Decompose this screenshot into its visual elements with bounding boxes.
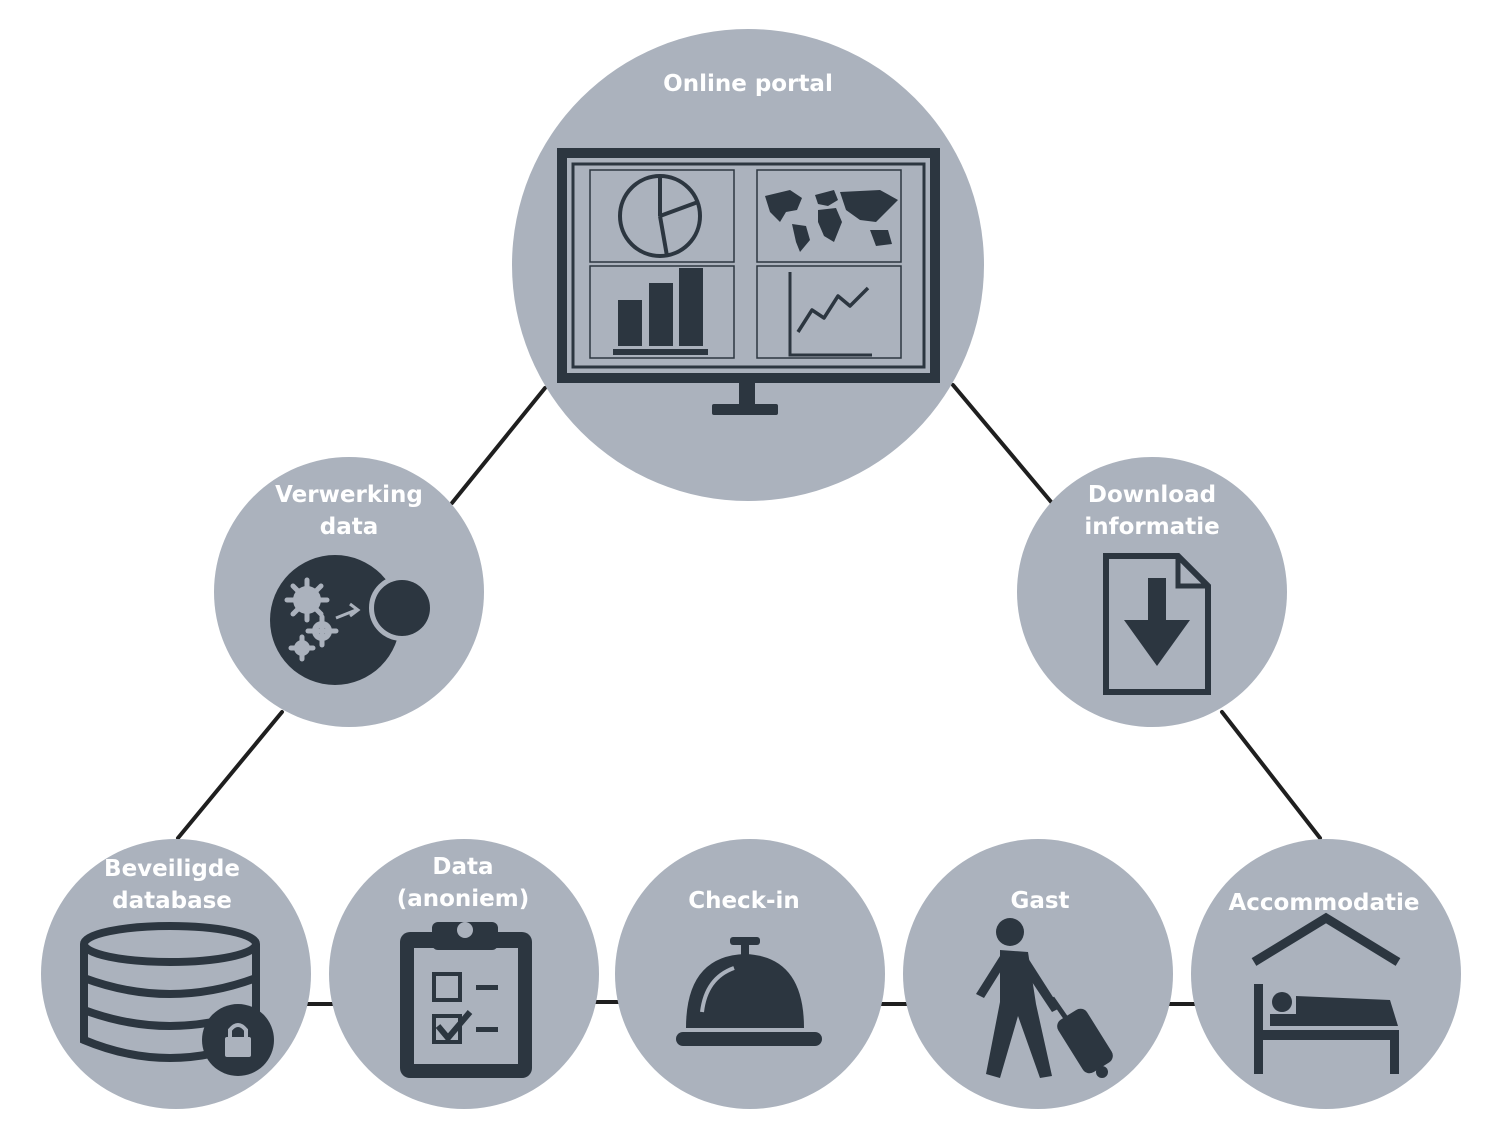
node-beveiligde-database: Beveiligde database (41, 839, 311, 1109)
connector-portal-download (951, 383, 1054, 505)
node-label: Online portal (663, 71, 833, 97)
node-download-informatie: Download informatie (1017, 457, 1287, 727)
monitor-dashboard-icon (557, 148, 940, 415)
connector-verwerking-database (176, 710, 284, 840)
node-verwerking-data: Verwerking data (214, 457, 484, 727)
node-label-line1: Beveiligde (104, 856, 240, 882)
node-label-line2: informatie (1084, 514, 1219, 540)
node-label: Accommodatie (1228, 890, 1419, 916)
traveler-luggage-icon (976, 918, 1113, 1078)
gears-processing-icon (270, 555, 435, 685)
node-check-in: Check-in (615, 839, 885, 1109)
node-online-portal: Online portal (512, 29, 984, 501)
node-label-line1: Download (1088, 482, 1216, 508)
node-label: Check-in (688, 888, 800, 914)
node-label-line1: Data (432, 854, 493, 880)
bed-house-icon (1251, 912, 1401, 1074)
node-circle (1191, 839, 1461, 1109)
node-label-line1: Verwerking (275, 482, 423, 508)
node-data-anoniem: Data (anoniem) (329, 839, 599, 1109)
node-label: Gast (1010, 888, 1069, 914)
locked-database-icon (80, 922, 274, 1076)
service-bell-icon (676, 937, 822, 1046)
node-label-line2: database (112, 888, 232, 914)
download-document-icon (1103, 553, 1211, 695)
node-accommodatie: Accommodatie (1191, 839, 1461, 1109)
connector-download-accommodatie (1220, 710, 1322, 840)
node-label-line2: data (320, 514, 379, 540)
node-label-line2: (anoniem) (397, 886, 530, 912)
connector-portal-verwerking (450, 386, 547, 505)
clipboard-checklist-icon (400, 922, 532, 1078)
node-gast: Gast (903, 839, 1173, 1109)
